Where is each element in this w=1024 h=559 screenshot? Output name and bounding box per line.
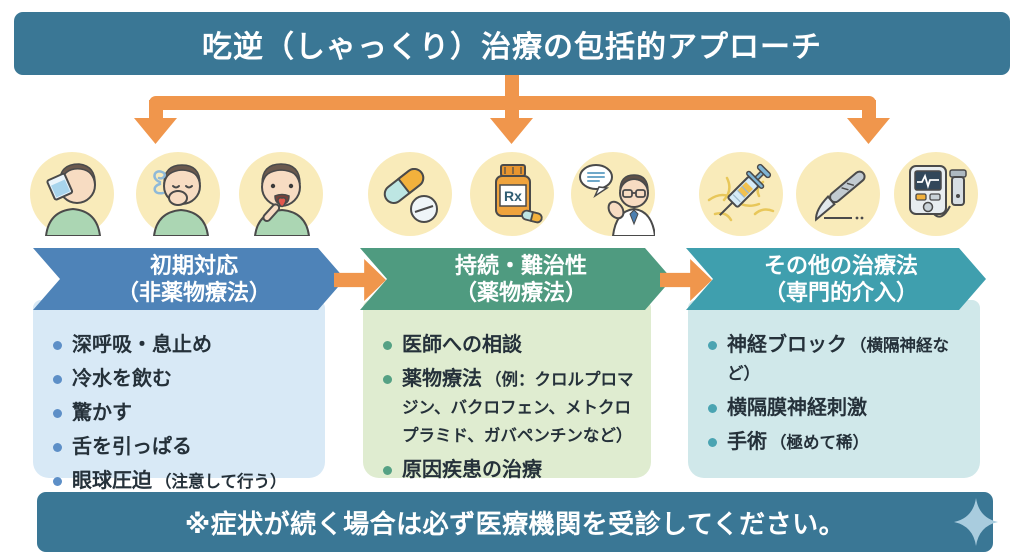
banner-subtitle: （薬物療法）: [454, 280, 587, 305]
banner-persistent-drug: 持続・難治性 （薬物療法）: [360, 248, 672, 310]
bullet-dot-icon: [53, 443, 62, 452]
pull-tongue-icon: [239, 152, 323, 236]
banner-title: 持続・難治性: [454, 253, 587, 278]
treatment-list: 医師への相談薬物療法（例：クロルプロマジン、バクロフェン、メトクロプラミド、ガバ…: [383, 332, 639, 484]
svg-text:Rx: Rx: [504, 188, 522, 204]
bullet-dot-icon: [53, 341, 62, 350]
banner-subtitle: （専門的介入）: [763, 280, 918, 305]
list-item: 手術（極めて稀）: [708, 429, 968, 457]
footer-notice-bar: ※症状が続く場合は必ず医療機関を受診してください。: [37, 492, 993, 552]
capsule-tablet-icon: [368, 152, 452, 236]
nerve-stimulator-icon: [894, 152, 978, 236]
list-item: 横隔膜神経刺激: [708, 395, 968, 422]
footer-notice: ※症状が続く場合は必ず医療機関を受診してください。: [184, 508, 846, 539]
other-treatments-box: 神経ブロック（横隔神経など） 横隔膜神経刺激手術（極めて稀）: [688, 300, 980, 478]
persistent-drug-box: 医師への相談薬物療法（例：クロルプロマジン、バクロフェン、メトクロプラミド、ガバ…: [363, 300, 651, 481]
list-item-text: 神経ブロック（横隔神経など）: [727, 334, 949, 383]
list-item: 冷水を飲む: [53, 366, 313, 393]
scalpel-icon: [796, 152, 880, 236]
bullet-dot-icon: [53, 375, 62, 384]
bullet-dot-icon: [53, 409, 62, 418]
hold-breath-icon: [136, 152, 220, 236]
bullet-dot-icon: [708, 438, 717, 447]
title-bar: 吃逆（しゃっくり）治療の包括的アプローチ: [14, 12, 1010, 75]
banner-initial-response: 初期対応 （非薬物療法）: [33, 248, 345, 310]
bullet-dot-icon: [53, 477, 62, 486]
banner-title: その他の治療法: [763, 253, 918, 278]
initial-response-box: 深呼吸・息止め冷水を飲む驚かす舌を引っぱる眼球圧迫（注意して行う）: [33, 300, 325, 492]
branch-connector-arrows: [134, 72, 890, 144]
treatment-list: 深呼吸・息止め冷水を飲む驚かす舌を引っぱる眼球圧迫（注意して行う）: [53, 332, 313, 496]
list-item-text: 眼球圧迫（注意して行う）: [72, 470, 287, 492]
list-item-text: 原因疾患の治療: [402, 459, 542, 481]
sparkle-diamond-icon: [954, 498, 998, 546]
list-item: 驚かす: [53, 400, 313, 427]
list-item: 神経ブロック（横隔神経など）: [708, 332, 968, 388]
rx-bottle-icon: Rx: [470, 152, 554, 236]
nerve-block-syringe-icon: [699, 152, 783, 236]
list-item: 薬物療法（例：クロルプロマジン、バクロフェン、メトクロプラミド、ガバペンチンなど…: [383, 366, 639, 450]
treatment-list: 神経ブロック（横隔神経など） 横隔膜神経刺激手術（極めて稀）: [708, 332, 968, 457]
list-item-text: 手術（極めて稀）: [727, 431, 869, 453]
bullet-dot-icon: [383, 375, 392, 384]
doctor-consult-icon: [571, 152, 655, 236]
list-item-text: 深呼吸・息止め: [72, 334, 212, 356]
banner-other-treatments: その他の治療法 （専門的介入）: [686, 248, 986, 310]
list-item: 原因疾患の治療: [383, 457, 639, 484]
list-item-text: 薬物療法（例：クロルプロマジン、バクロフェン、メトクロプラミド、ガバペンチンなど…: [402, 368, 634, 445]
list-item-text: 医師への相談: [402, 334, 522, 356]
page-title: 吃逆（しゃっくり）治療の包括的アプローチ: [202, 30, 822, 64]
list-item: 深呼吸・息止め: [53, 332, 313, 359]
list-item-text: 舌を引っぱる: [72, 436, 192, 458]
bullet-dot-icon: [708, 341, 717, 350]
list-item: 舌を引っぱる: [53, 434, 313, 461]
bullet-dot-icon: [383, 466, 392, 475]
list-item: 眼球圧迫（注意して行う）: [53, 468, 313, 496]
list-item-text: 冷水を飲む: [72, 368, 172, 390]
list-item-text: 驚かす: [72, 402, 132, 424]
list-item: 医師への相談: [383, 332, 639, 359]
bullet-dot-icon: [383, 341, 392, 350]
drink-cold-water-icon: [30, 152, 114, 236]
banner-subtitle: （非薬物療法）: [116, 280, 271, 305]
bullet-dot-icon: [708, 404, 717, 413]
banner-title: 初期対応: [149, 253, 238, 278]
list-item-text: 横隔膜神経刺激: [727, 397, 867, 419]
